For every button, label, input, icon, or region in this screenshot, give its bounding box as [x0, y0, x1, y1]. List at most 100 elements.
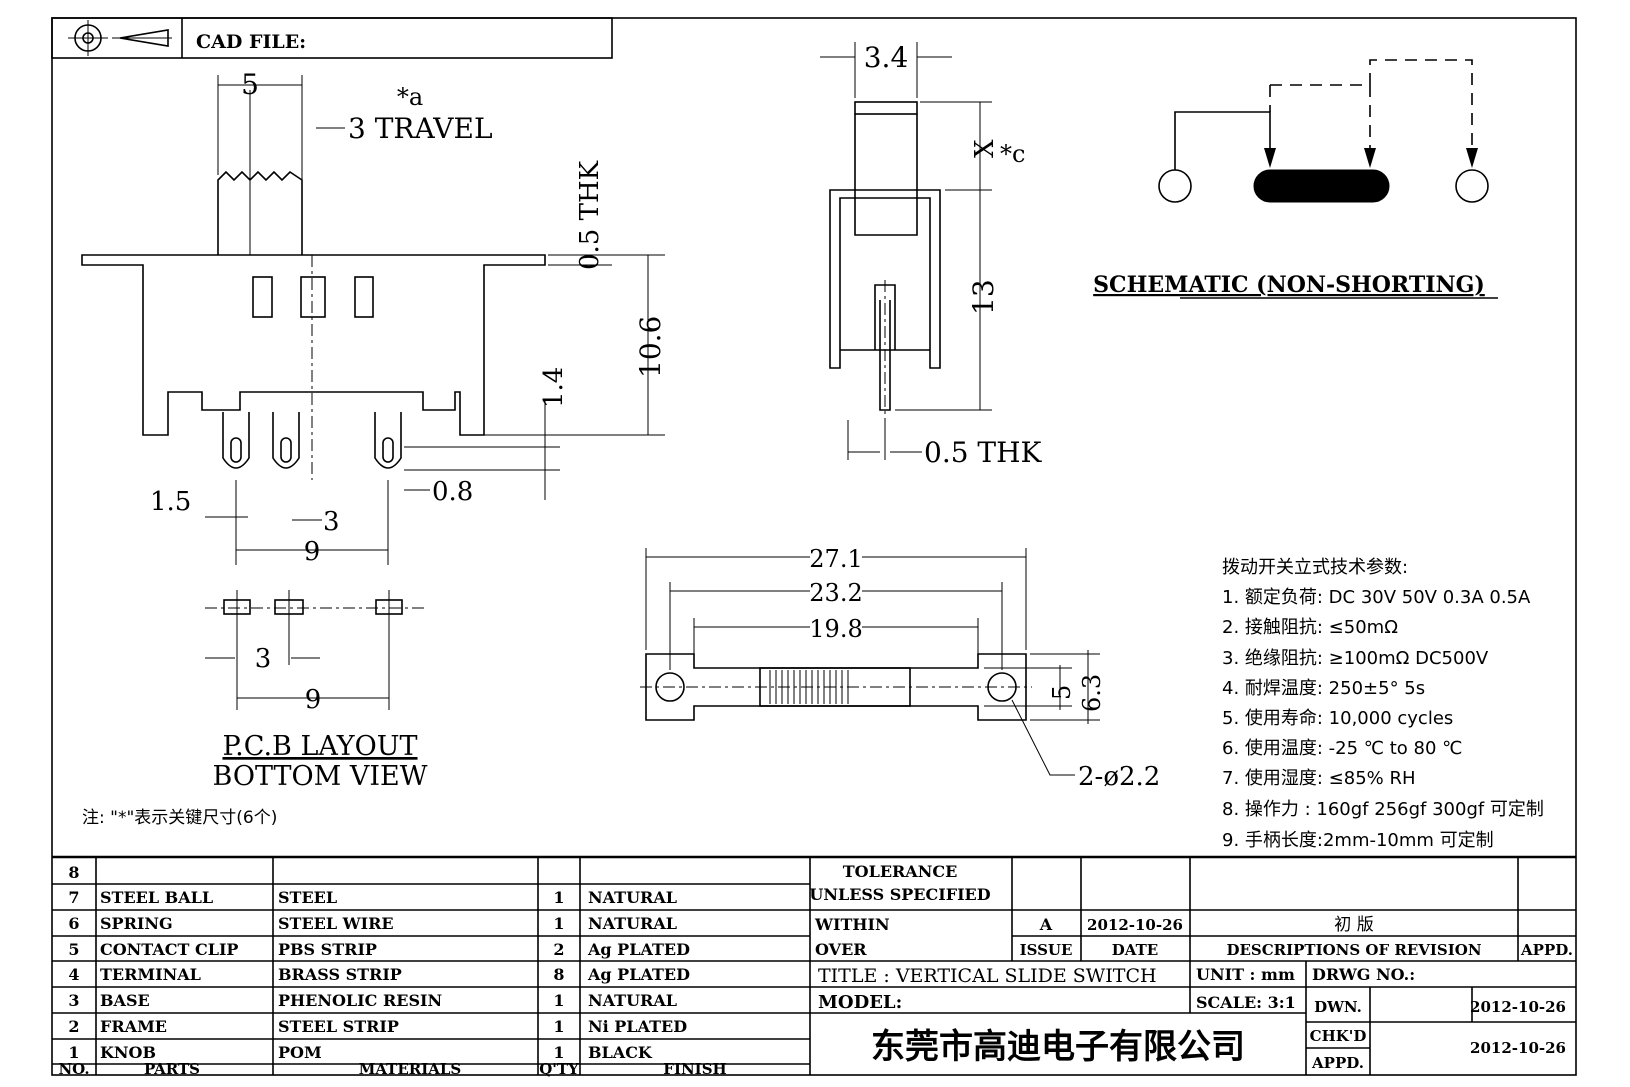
dim-height: 10.6	[634, 316, 667, 378]
dim-top-23-2: 23.2	[809, 579, 862, 607]
dim-top-19-8: 19.8	[809, 615, 862, 643]
dim-pin-width: 1.5	[150, 487, 191, 517]
company-name: 东莞市高迪电子有限公司	[871, 1027, 1245, 1067]
dim-travel: 3 TRAVEL	[348, 112, 493, 145]
drawing-title: TITLE : VERTICAL SLIDE SWITCH	[818, 965, 1157, 987]
travel-note: *a	[397, 83, 423, 111]
dim-front-x: X	[970, 139, 1000, 158]
spec-item: 6. 使用温度: -25 ℃ to 80 ℃	[1222, 738, 1462, 759]
spec-item: 5. 使用寿命: 10,000 cycles	[1222, 708, 1453, 729]
bom-table	[52, 855, 1576, 1075]
issue-header: ISSUE	[1020, 941, 1073, 959]
issue-value: A	[1039, 915, 1053, 934]
spec-item: 2. 接触阻抗: ≤50mΩ	[1222, 617, 1398, 638]
svg-text:3: 3	[68, 991, 79, 1010]
spec-item: 3. 绝缘阻抗: ≥100mΩ DC500V	[1222, 648, 1489, 669]
svg-text:NATURAL: NATURAL	[588, 888, 677, 907]
svg-text:BLACK: BLACK	[588, 1043, 653, 1062]
spec-item: 4. 耐焊温度: 250±5° 5s	[1222, 678, 1425, 699]
scale-label: SCALE: 3:1	[1196, 993, 1296, 1012]
dim-pin-gap: 1.4	[539, 367, 569, 408]
front-view: 3.4 X *c 13 0.5 THK	[820, 41, 1043, 469]
dwn-label: DWN.	[1314, 998, 1362, 1016]
svg-text:8: 8	[68, 863, 79, 882]
over-label: OVER	[815, 940, 867, 959]
svg-text:PARTS: PARTS	[144, 1060, 200, 1078]
appd-label: APPD.	[1311, 1054, 1364, 1072]
specs: 拨动开关立式技术参数: 1. 额定负荷: DC 30V 50V 0.3A 0.5…	[1222, 557, 1544, 851]
spec-item: 8. 操作力 : 160gf 256gf 300gf 可定制	[1222, 799, 1544, 820]
svg-text:STEEL STRIP: STEEL STRIP	[278, 1017, 399, 1036]
projection-symbol-icon	[68, 20, 172, 56]
svg-text:STEEL WIRE: STEEL WIRE	[278, 914, 394, 933]
svg-text:STEEL BALL: STEEL BALL	[100, 888, 213, 907]
table-row: 3 BASE PHENOLIC RESIN 1 NATURAL	[68, 991, 677, 1010]
spec-item: 1. 额定负荷: DC 30V 50V 0.3A 0.5A	[1222, 587, 1531, 608]
svg-text:1: 1	[68, 1043, 79, 1062]
svg-text:BASE: BASE	[100, 991, 150, 1010]
pcb-span: 9	[305, 685, 322, 715]
dim-front-height: 13	[967, 279, 1000, 315]
dim-top-27-1: 27.1	[809, 545, 862, 573]
terminal-pins	[222, 412, 402, 469]
dim-pin-thickness: 0.8	[432, 477, 473, 507]
table-row: 1 KNOB POM 1 BLACK	[68, 1043, 652, 1062]
svg-text:FINISH: FINISH	[663, 1060, 726, 1078]
bom-rows: 8 7 STEEL BALL STEEL 1 NATURAL 6 SPRING …	[58, 863, 726, 1078]
pcb-subtitle: BOTTOM VIEW	[213, 761, 428, 792]
dim-top-5: 5	[1048, 685, 1076, 700]
svg-text:MATERIALS: MATERIALS	[359, 1060, 462, 1078]
date-header: DATE	[1112, 941, 1158, 959]
svg-text:1: 1	[553, 1017, 564, 1036]
svg-text:2: 2	[553, 940, 564, 959]
svg-text:NO.: NO.	[58, 1060, 89, 1078]
pcb-pitch: 3	[255, 644, 272, 674]
svg-text:1: 1	[553, 914, 564, 933]
svg-text:NATURAL: NATURAL	[588, 914, 677, 933]
svg-text:PBS STRIP: PBS STRIP	[278, 940, 377, 959]
svg-text:4: 4	[68, 965, 79, 984]
drwg-no-label: DRWG NO.:	[1312, 965, 1415, 984]
sheet-border	[51, 17, 1577, 1076]
dim-pin-pitch: 3	[323, 507, 340, 537]
svg-text:POM: POM	[278, 1043, 322, 1062]
dim-pin-span: 9	[304, 537, 321, 567]
svg-text:7: 7	[68, 888, 79, 907]
dim-width-5: 5	[241, 68, 259, 101]
schematic-label: SCHEMATIC (NON-SHORTING)	[1093, 272, 1485, 298]
tolerance-label: TOLERANCE	[843, 862, 958, 881]
specs-title: 拨动开关立式技术参数:	[1222, 557, 1408, 578]
spec-item: 9. 手柄长度:2mm-10mm 可定制	[1222, 830, 1494, 851]
appd-header: APPD.	[1520, 941, 1573, 959]
revision-desc-header: DESCRIPTIONS OF REVISION	[1226, 941, 1481, 959]
bom-header-row: NO. PARTS MATERIALS Q'TY FINISH	[58, 1060, 726, 1078]
dim-front-thk: 0.5 THK	[924, 436, 1043, 469]
dim-top-6-3: 6.3	[1078, 674, 1106, 712]
key-dimension-note: 注: "*"表示关键尺寸(6个)	[82, 808, 277, 828]
table-row: 8	[68, 863, 79, 882]
svg-text:Q'TY: Q'TY	[539, 1060, 579, 1078]
cad-header: CAD FILE:	[51, 17, 613, 59]
svg-text:Ni PLATED: Ni PLATED	[588, 1017, 687, 1036]
svg-text:5: 5	[68, 940, 79, 959]
svg-text:NATURAL: NATURAL	[588, 991, 677, 1010]
svg-text:KNOB: KNOB	[100, 1043, 156, 1062]
within-label: WITHIN	[814, 915, 890, 934]
revision-desc-value: 初 版	[1334, 915, 1373, 935]
table-row: 6 SPRING STEEL WIRE 1 NATURAL	[68, 914, 677, 933]
top-view: 27.1 23.2 19.8 5 6.3 2-ø2.2	[640, 545, 1160, 792]
svg-text:SPRING: SPRING	[100, 914, 173, 933]
table-row: 5 CONTACT CLIP PBS STRIP 2 Ag PLATED	[68, 940, 690, 959]
svg-text:8: 8	[553, 965, 564, 984]
model-label: MODEL:	[818, 992, 902, 1013]
table-row: 7 STEEL BALL STEEL 1 NATURAL	[68, 888, 677, 907]
schematic: SCHEMATIC (NON-SHORTING)	[1093, 59, 1498, 299]
pcb-title: P.C.B LAYOUT	[222, 731, 417, 762]
dim-thk: 0.5 THK	[575, 160, 605, 270]
front-x-note: *c	[1000, 140, 1025, 168]
svg-text:TERMINAL: TERMINAL	[100, 965, 201, 984]
svg-text:Ag PLATED: Ag PLATED	[587, 965, 690, 984]
svg-text:2: 2	[68, 1017, 79, 1036]
unless-specified-label: UNLESS SPECIFIED	[809, 885, 990, 904]
